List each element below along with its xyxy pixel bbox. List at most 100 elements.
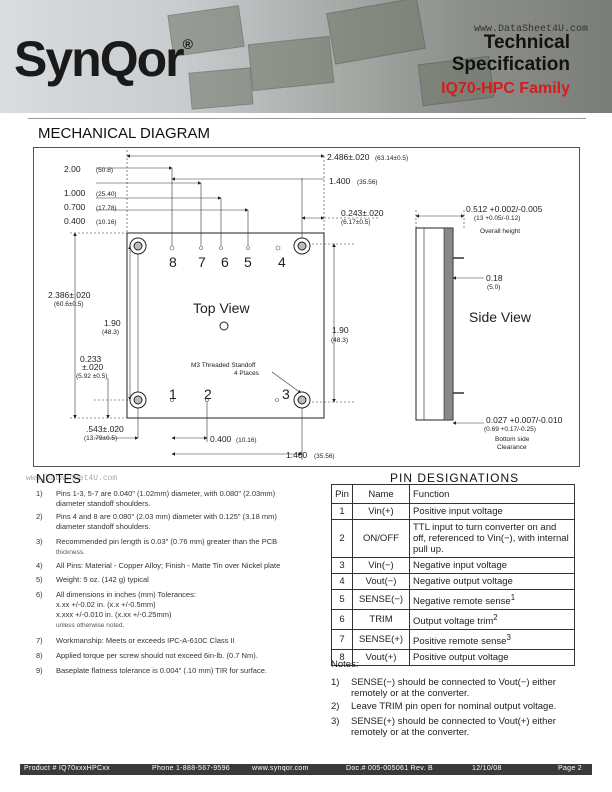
note-number: 9) <box>36 666 43 675</box>
clearance-label-1: Bottom side <box>495 436 530 443</box>
footer-date: 12/10/08 <box>472 765 502 772</box>
diagram-svg: 8 7 6 5 4 1 2 3 Top View Side View 2.486… <box>48 150 563 460</box>
pin-table-header: Pin Name Function <box>331 484 575 504</box>
standoff-label-1: M3 Threaded Standoff <box>191 362 256 369</box>
dim-0-400-bottom-mm: (10.16) <box>236 437 257 444</box>
note-number: 7) <box>36 636 43 645</box>
synqor-logo: SynQor® <box>14 30 193 88</box>
pin-name: SENSE(+) <box>352 629 410 651</box>
pin-function: Positive input voltage <box>409 503 575 520</box>
pin-note-text: SENSE(−) should be connected to Vout(−) … <box>351 677 556 699</box>
trademark: ® <box>182 36 193 52</box>
footer-page: Page 2 <box>558 765 582 772</box>
pin-name: Vout(−) <box>352 573 410 590</box>
dim-1-90-right-mm: (48.3) <box>331 337 348 344</box>
dim-1-400: 1.400 <box>329 176 351 186</box>
pin-note-number: 3) <box>331 716 340 727</box>
note-text: Baseplate flatness tolerance is 0.004" (… <box>56 666 267 675</box>
mechanical-title: MECHANICAL DIAGRAM <box>38 125 210 142</box>
pin-holes <box>169 245 281 402</box>
dim-0-18: 0.18 <box>486 273 503 283</box>
note-text: Pins 1-3, 5-7 are 0.040" (1.02mm) diamet… <box>56 489 276 508</box>
watermark: www.DataSheet4U.com <box>473 24 588 35</box>
note-subtext: unless otherwise noted. <box>56 622 125 629</box>
note-text: Pins 4 and 8 are 0.080" (2.03 mm) diamet… <box>56 512 277 531</box>
watermark-notes: www.DataSheet4U.com <box>26 474 118 483</box>
note-number: 4) <box>36 561 43 570</box>
dim-width-mm: (63.14±0.5) <box>375 155 408 162</box>
note-ref: 1 <box>510 593 516 602</box>
pin-function-text: Negative remote sense <box>413 596 511 608</box>
pin-function: Output voltage trim2 <box>409 609 575 631</box>
standoffs <box>129 237 311 409</box>
note-ref: 2 <box>493 613 498 623</box>
pin-notes-title: Notes: <box>331 659 359 670</box>
dim-0-233-mm: (5.92 ±0.5) <box>76 373 107 380</box>
function-col-header: Function <box>409 484 575 504</box>
note-text: Applied torque per screw should not exce… <box>56 651 258 660</box>
dim-0-243-mm: (6.17±0.5) <box>341 219 371 226</box>
clearance-label-2: Clearance <box>497 444 527 451</box>
mechanical-diagram: 8 7 6 5 4 1 2 3 Top View Side View 2.486… <box>33 147 580 467</box>
pin-number: 6 <box>331 609 353 631</box>
dim-0-400-mm: (10.16) <box>96 219 117 226</box>
note-text: Weight: 5 oz. (142 g) typical <box>56 575 149 584</box>
title-technical: Technical <box>483 32 570 53</box>
name-col-header: Name <box>352 484 410 504</box>
pin-name: Vout(+) <box>352 649 410 667</box>
pin-number: 2 <box>331 519 353 558</box>
pin-name: Vin(+) <box>352 503 410 520</box>
dim-0-400: 0.400 <box>64 216 86 226</box>
dim-0-18-mm: (5.0) <box>487 284 500 291</box>
pin-label-5: 5 <box>244 254 252 270</box>
dim-1-000-mm: (25.40) <box>96 191 117 198</box>
pin-function: Negative remote sense1 <box>409 588 575 611</box>
dim-0-243: 0.243±.020 <box>341 208 384 218</box>
dim-2-00-mm: (50.8) <box>96 167 113 174</box>
pin-function: Negative output voltage <box>409 573 575 590</box>
pin-note-text: Leave TRIM pin open for nominal output v… <box>351 701 557 712</box>
dim-1-90-mm: (48.3) <box>102 329 119 336</box>
dim-1-90-right: 1.90 <box>332 325 349 335</box>
pin-number: 3 <box>331 557 353 574</box>
pin-label-8: 8 <box>169 254 177 270</box>
banner-photo-board <box>247 35 335 92</box>
pin-designations-title: PIN DESIGNATIONS <box>390 471 520 485</box>
pin-function: Positive remote sense3 <box>409 629 575 651</box>
note-number: 1) <box>36 489 43 498</box>
dim-2-386-mm: (60.6±0.5) <box>54 301 84 308</box>
pin-label-2: 2 <box>204 386 212 402</box>
dim-0-400-bottom: 0.400 <box>210 434 232 444</box>
dim-0-027-mm: (0.69 +0.17/-0.25) <box>484 426 536 433</box>
product-family: IQ70-HPC Family <box>441 80 570 97</box>
pin-label-1: 1 <box>169 386 177 402</box>
note-number: 6) <box>36 590 43 599</box>
pin-note-number: 2) <box>331 701 340 712</box>
note-number: 2) <box>36 512 43 521</box>
dim-0-700-mm: (17.78) <box>96 205 117 212</box>
side-view-baseplate <box>443 227 454 421</box>
pin-function-text: Positive remote sense <box>413 636 507 648</box>
title-specification: Specification <box>451 54 570 75</box>
pin-number: 5 <box>331 588 353 611</box>
side-view-label: Side View <box>469 309 532 325</box>
banner-photo-board <box>188 67 254 110</box>
footer-phone: Phone 1-888-567-9596 <box>152 765 231 772</box>
pin-number: 7 <box>331 629 353 651</box>
banner-photo-board <box>326 0 426 65</box>
dim-2-386: 2.386±.020 <box>48 290 91 300</box>
dim-0-700: 0.700 <box>64 202 86 212</box>
dim-height-mm: (13 +0.05/-0.12) <box>474 215 520 222</box>
note-number: 3) <box>36 537 43 546</box>
note-number: 8) <box>36 651 43 660</box>
standoff-label-2: 4 Places <box>234 370 260 377</box>
dim-1-000: 1.000 <box>64 188 86 198</box>
